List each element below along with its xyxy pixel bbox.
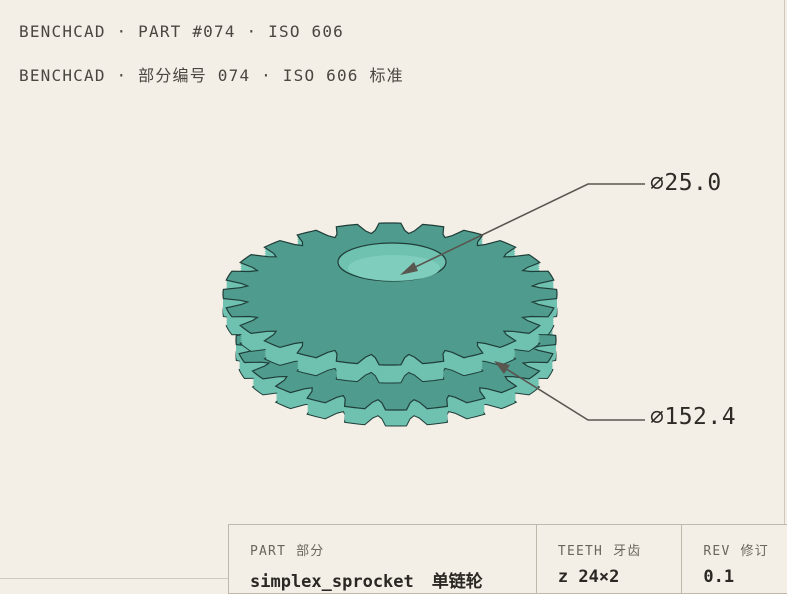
part-label: PART 部分 xyxy=(250,540,325,559)
gear-top-face xyxy=(222,222,558,366)
outer-diameter-label: ⌀152.4 xyxy=(650,404,737,430)
teeth-label: TEETH 牙齿 xyxy=(558,540,642,559)
bore-hole-depth xyxy=(348,255,440,281)
title-block-teeth: TEETH 牙齿 z 24×2 xyxy=(535,525,681,593)
sprocket-upper-gear xyxy=(222,222,558,384)
header-title-en: BENCHCAD · PART #074 · ISO 606 xyxy=(19,22,344,41)
leader-outer xyxy=(494,361,645,421)
bore-diameter-label: ⌀25.0 xyxy=(650,170,722,196)
bore-hole xyxy=(337,242,447,282)
rev-label: REV 修订 xyxy=(703,540,769,559)
title-block-part: PART 部分 simplex_sprocket 单链轮 xyxy=(229,525,536,593)
part-value-en: simplex_sprocket xyxy=(250,572,414,592)
teeth-label-cn: 牙齿 xyxy=(613,544,642,559)
leader-bore xyxy=(400,183,645,275)
title-block: PART 部分 simplex_sprocket 单链轮 TEETH 牙齿 z 24×… xyxy=(228,524,787,594)
header-title-cn: BENCHCAD · 部分编号 074 · ISO 606 标准 xyxy=(19,66,404,85)
rev-value: 0.1 xyxy=(703,567,735,587)
teeth-label-en: TEETH xyxy=(557,544,604,559)
part-label-cn: 部分 xyxy=(296,544,325,559)
rev-label-en: REV xyxy=(703,544,731,559)
part-value-cn: 单链轮 xyxy=(431,572,483,592)
teeth-value: z 24×2 xyxy=(557,567,620,587)
rev-label-cn: 修订 xyxy=(740,544,769,559)
title-block-rev: REV 修订 0.1 xyxy=(681,525,787,593)
part-value: simplex_sprocket 单链轮 xyxy=(250,567,483,592)
part-label-en: PART xyxy=(250,544,287,559)
